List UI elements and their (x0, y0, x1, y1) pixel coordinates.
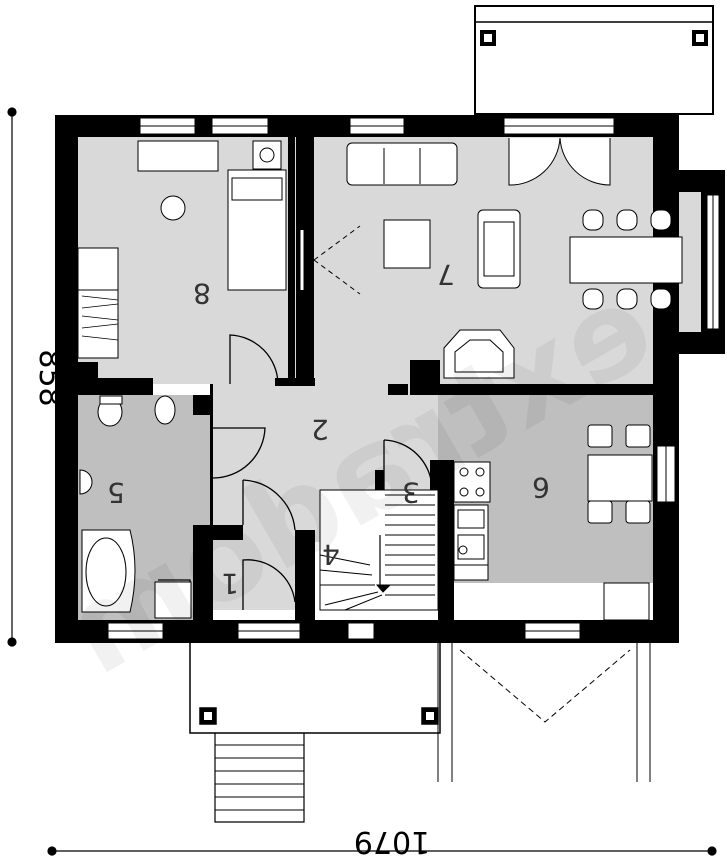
dimension-lines (7, 107, 717, 856)
room-label-5: 5 (107, 476, 125, 509)
dimension-height-label: 858 (32, 349, 67, 406)
staircase (319, 489, 439, 611)
roof-overhang (474, 5, 714, 115)
room-label-1: 1 (221, 567, 239, 600)
entrance-porch (189, 643, 441, 823)
dimension-width-label: 1079 (354, 824, 430, 859)
room-label-7: 7 (437, 258, 455, 291)
kitchen-fixtures (453, 424, 653, 621)
bay-window (679, 170, 725, 354)
room-8-furniture (77, 140, 287, 359)
room-label-2: 2 (311, 413, 329, 446)
room-label-8: 8 (193, 277, 211, 310)
bathroom-fixtures (79, 395, 192, 619)
terrace (437, 643, 651, 782)
room-7-furniture (300, 137, 683, 379)
room-label-3: 3 (402, 476, 420, 509)
room-label-4: 4 (322, 538, 340, 571)
room-label-6: 6 (532, 471, 550, 504)
interior-walls (78, 136, 653, 620)
doors (158, 334, 433, 612)
windows (107, 117, 676, 640)
